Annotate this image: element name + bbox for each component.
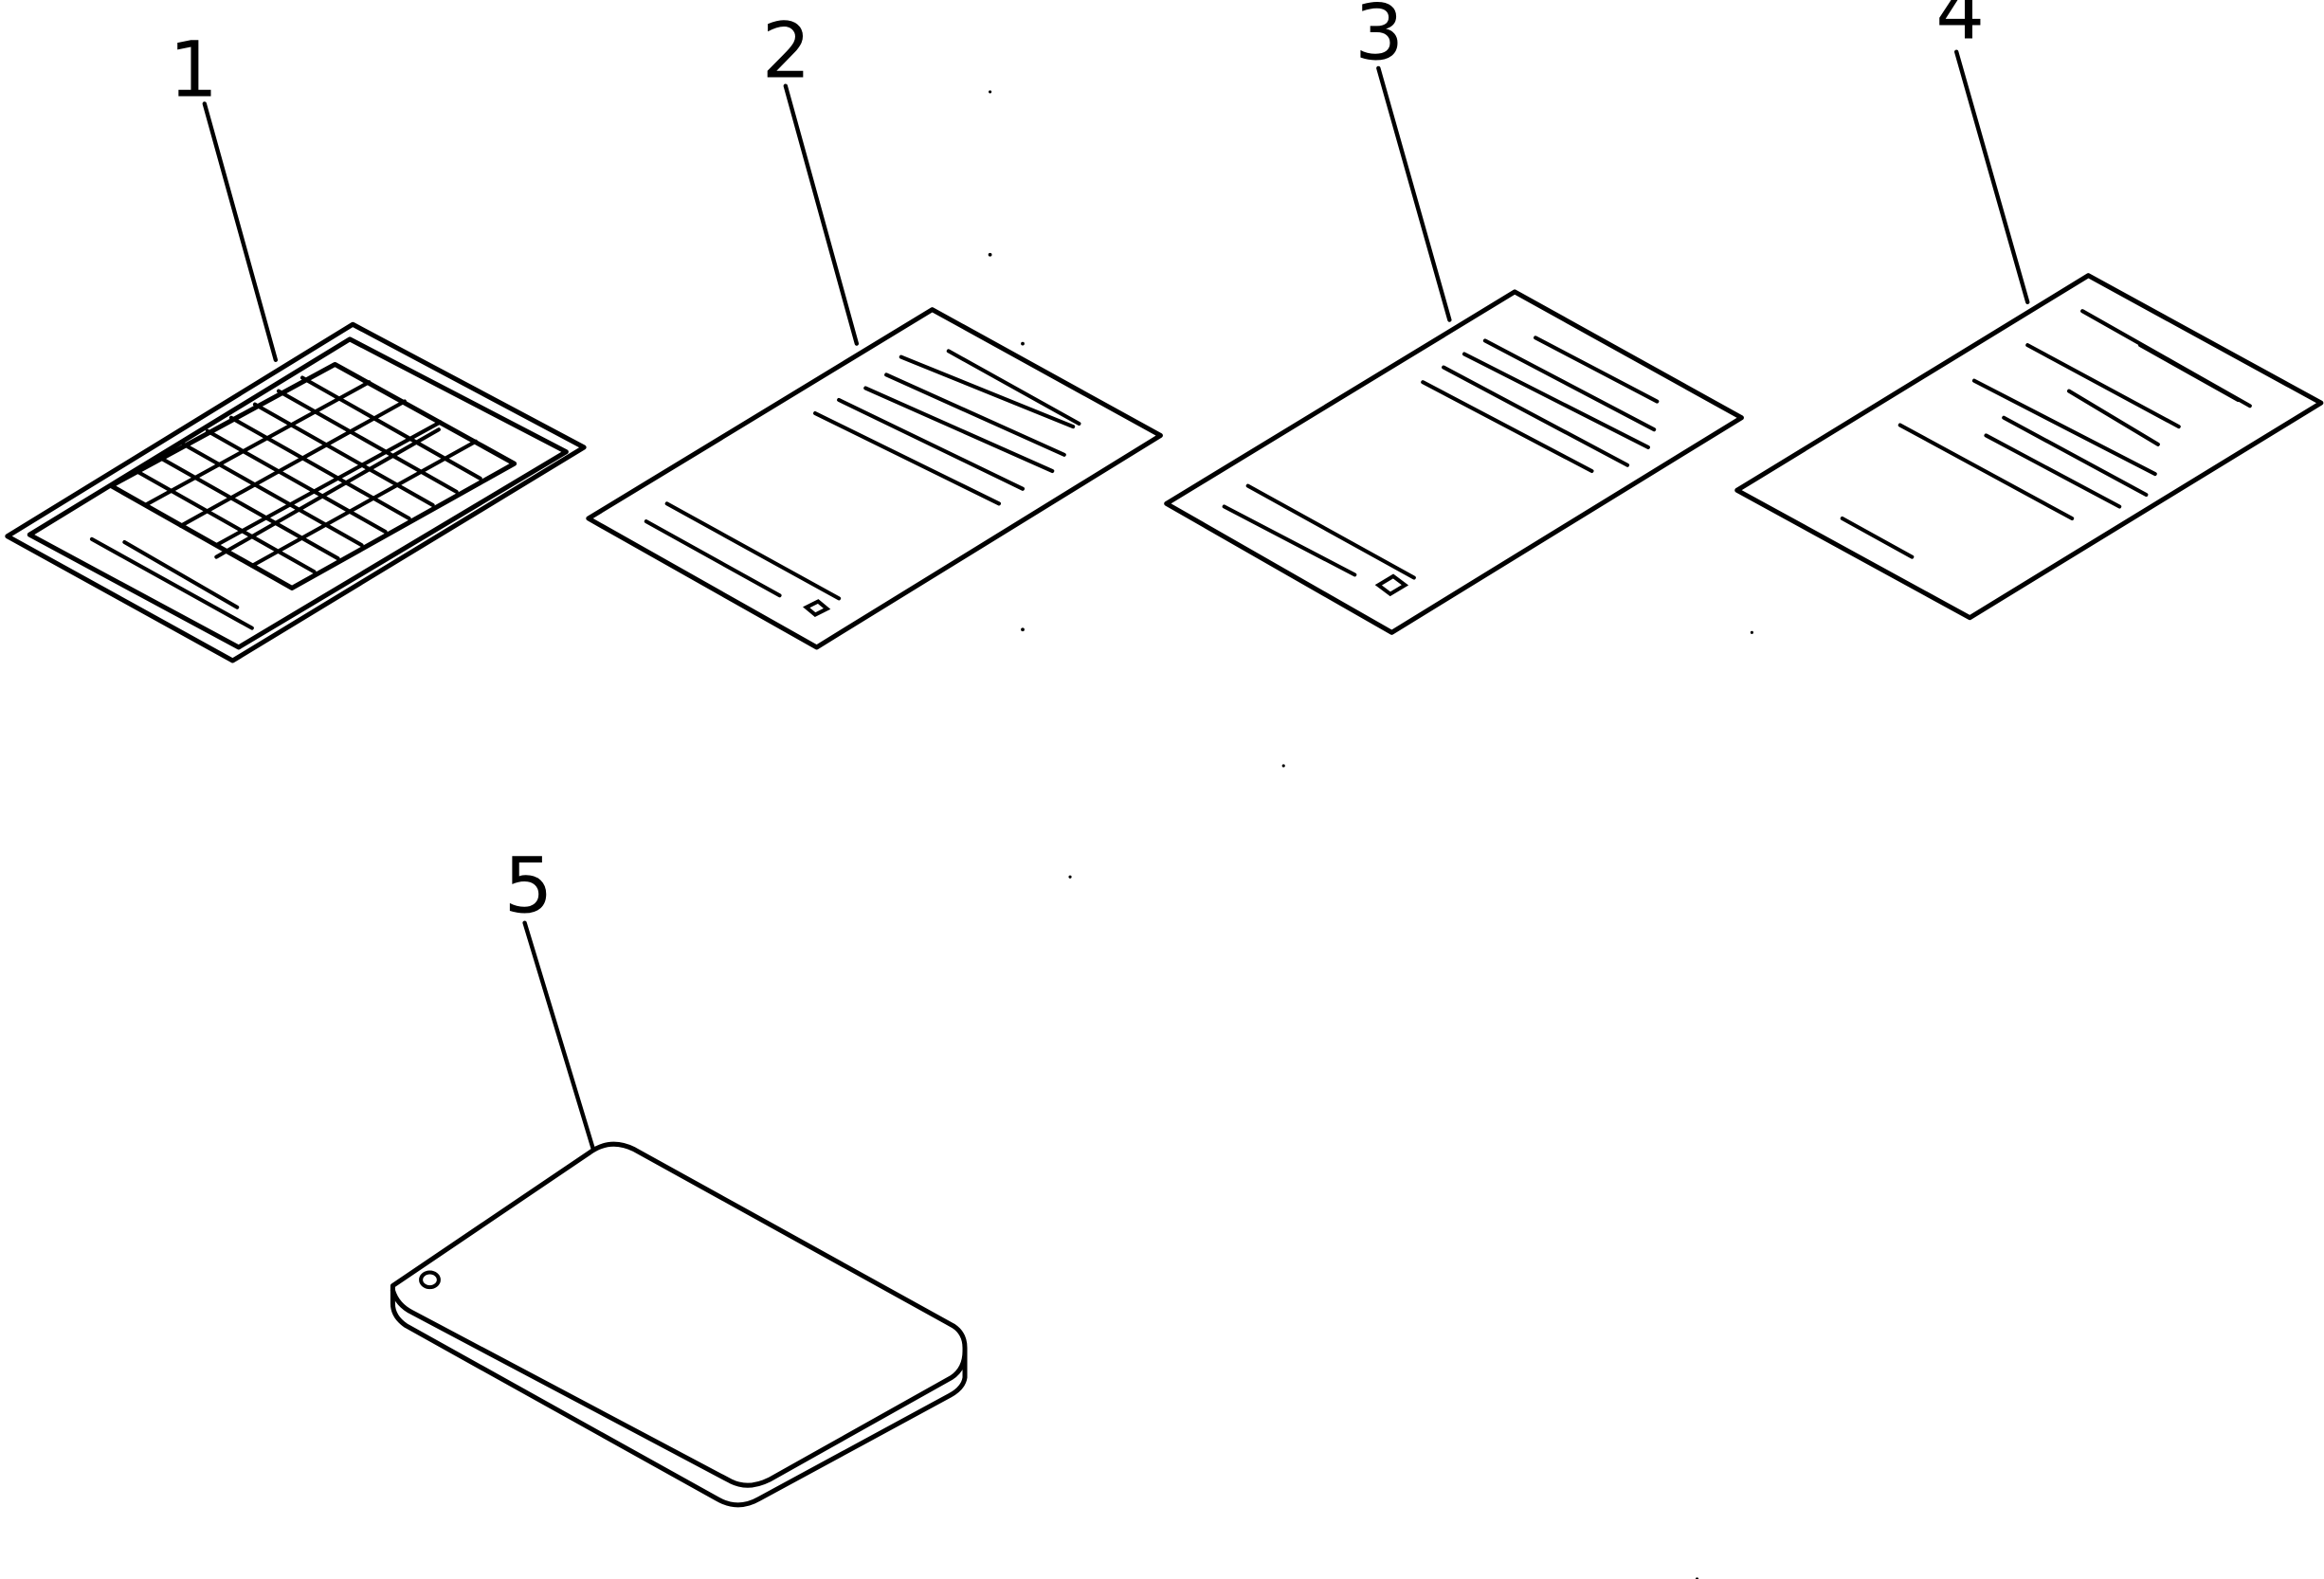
callout-numbers: 1 2 3 4 5 bbox=[169, 0, 1985, 932]
part-2-document-icon bbox=[586, 307, 1163, 650]
part-1-sheet-with-table-icon bbox=[5, 321, 587, 663]
callout-3: 3 bbox=[1354, 0, 1404, 79]
leader-2 bbox=[783, 83, 860, 346]
callout-2: 2 bbox=[762, 7, 811, 96]
leader-5 bbox=[522, 920, 595, 1151]
callout-1: 1 bbox=[169, 27, 218, 116]
part-5-binder-case-icon bbox=[390, 1141, 968, 1508]
callout-5: 5 bbox=[504, 843, 554, 932]
leader-4 bbox=[1953, 49, 2030, 305]
part-4-document-icon bbox=[1734, 273, 2324, 621]
leader-1 bbox=[202, 101, 279, 362]
leader-3 bbox=[1376, 65, 1452, 322]
scan-specks bbox=[988, 90, 1753, 1579]
callout-leaders bbox=[202, 49, 2030, 1151]
part-3-document-icon bbox=[1164, 289, 1744, 635]
callout-4: 4 bbox=[1935, 0, 1985, 58]
